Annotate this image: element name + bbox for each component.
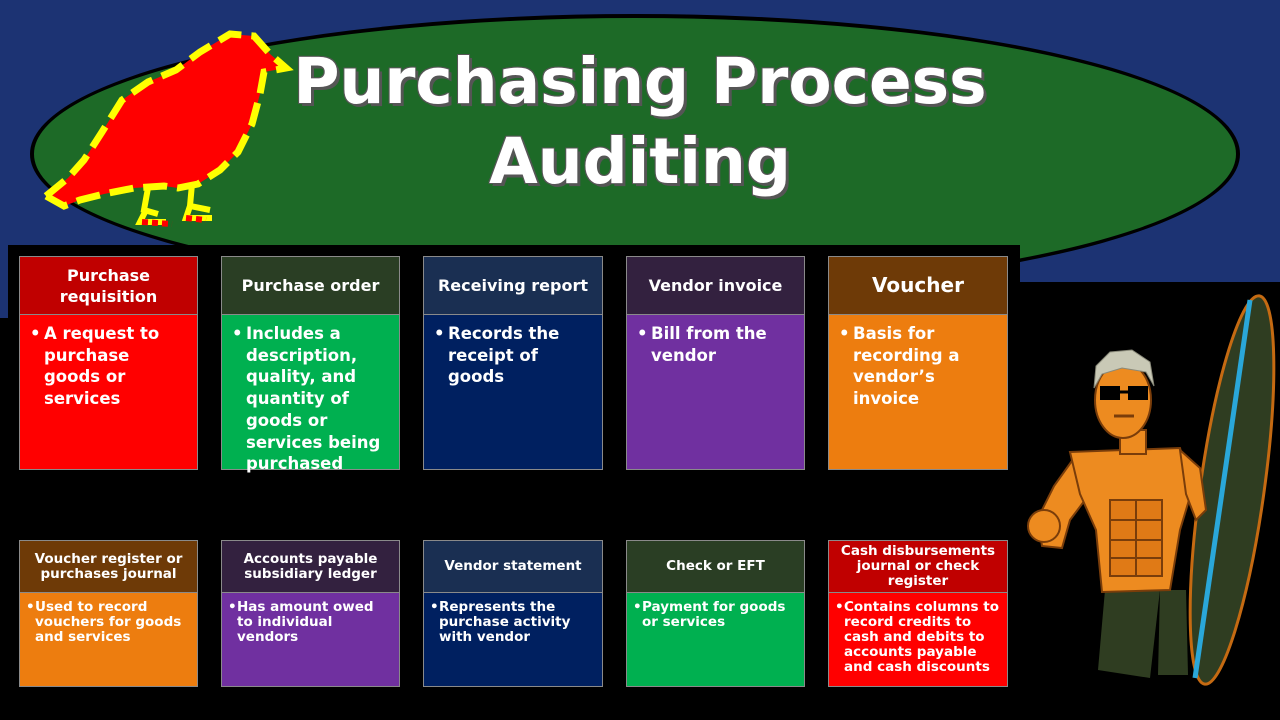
card-body-text: Payment for goods or services	[642, 599, 786, 630]
card-body: •Includes a description, quality, and qu…	[222, 315, 399, 475]
card-body-text: Records the receipt of goods	[448, 324, 560, 387]
card-heading: Vendor statement	[424, 541, 602, 593]
card-body-text: Contains columns to record credits to ca…	[844, 599, 999, 675]
card-body-text: Bill from the vendor	[651, 324, 767, 365]
title-line-2: Auditing	[489, 125, 791, 198]
card-purchase-order: Purchase order •Includes a description, …	[221, 256, 400, 473]
card-purchase-requisition: Purchase requisition •A request to purch…	[19, 256, 198, 470]
surfer-character-icon	[1027, 294, 1276, 686]
card-body: •A request to purchase goods or services	[20, 315, 197, 410]
card-body: •Represents the purchase activity with v…	[424, 593, 602, 645]
card-body-text: Basis for recording a vendor’s invoice	[853, 324, 960, 409]
card-heading: Cash disbursements journal or check regi…	[829, 541, 1007, 593]
bird-logo-icon	[39, 30, 294, 227]
card-heading: Voucher	[829, 257, 1007, 315]
card-body: •Used to record vouchers for goods and s…	[20, 593, 197, 645]
card-body: •Has amount owed to individual vendors	[222, 593, 399, 645]
card-heading: Receiving report	[424, 257, 602, 315]
card-heading: Check or EFT	[627, 541, 804, 593]
card-voucher: Voucher •Basis for recording a vendor’s …	[828, 256, 1008, 470]
card-body: •Bill from the vendor	[627, 315, 804, 366]
card-body: •Records the receipt of goods	[424, 315, 602, 388]
card-receiving-report: Receiving report •Records the receipt of…	[423, 256, 603, 470]
card-heading: Vendor invoice	[627, 257, 804, 315]
card-body-text: Represents the purchase activity with ve…	[439, 599, 571, 645]
card-check-or-eft: Check or EFT •Payment for goods or servi…	[626, 540, 805, 687]
card-body: •Basis for recording a vendor’s invoice	[829, 315, 1007, 410]
card-heading: Purchase order	[222, 257, 399, 315]
card-body: •Payment for goods or services	[627, 593, 804, 630]
card-body-text: Used to record vouchers for goods and se…	[35, 599, 182, 645]
card-cash-disbursements: Cash disbursements journal or check regi…	[828, 540, 1008, 687]
card-voucher-register: Voucher register or purchases journal •U…	[19, 540, 198, 687]
card-body-text: Includes a description, quality, and qua…	[246, 324, 381, 474]
title-line-1: Purchasing Process	[293, 45, 987, 118]
card-body: •Contains columns to record credits to c…	[835, 599, 999, 675]
card-body-text: Has amount owed to individual vendors	[237, 599, 374, 645]
card-accounts-payable-ledger: Accounts payable subsidiary ledger •Has …	[221, 540, 400, 687]
card-body-text: A request to purchase goods or services	[44, 324, 160, 409]
card-vendor-statement: Vendor statement •Represents the purchas…	[423, 540, 603, 687]
card-heading: Purchase requisition	[20, 257, 197, 315]
card-heading: Voucher register or purchases journal	[20, 541, 197, 593]
page-title: Purchasing Process Auditing	[240, 42, 1040, 202]
card-heading: Accounts payable subsidiary ledger	[222, 541, 399, 593]
card-vendor-invoice: Vendor invoice •Bill from the vendor	[626, 256, 805, 470]
